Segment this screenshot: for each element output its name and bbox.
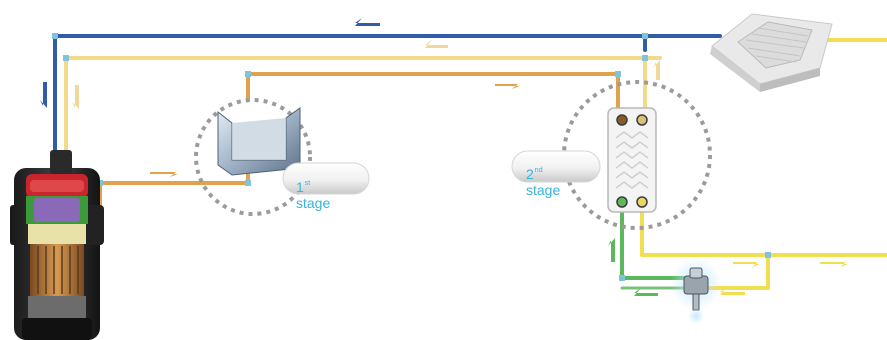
flow-arrows: [40, 18, 848, 296]
economizer-plate-icon: [217, 107, 301, 176]
second-stage-pill: [511, 150, 601, 183]
pipe-joints: [52, 33, 771, 281]
first-stage-number: 1: [296, 179, 304, 195]
first-stage-pill: [282, 162, 370, 195]
second-stage-label: 2nd stage: [526, 163, 560, 198]
arrow-left-icon: [634, 288, 658, 296]
arrow-up-icon: [653, 60, 660, 80]
first-stage-label: 1st stage: [296, 176, 330, 211]
scroll-compressor-icon: [10, 150, 104, 340]
arrow-left-icon: [720, 287, 745, 295]
arrow-down-icon: [72, 85, 79, 109]
arrow-left-icon: [355, 18, 380, 26]
first-stage-suffix: st: [304, 180, 311, 187]
arrow-right-icon: [820, 262, 848, 267]
expansion-valve-icon: [670, 258, 722, 324]
arrow-right-icon: [733, 262, 760, 267]
condenser-line: [640, 38, 887, 290]
arrow-down-icon: [40, 82, 47, 108]
second-stage-number: 2: [526, 166, 534, 182]
arrow-left-icon: [425, 40, 448, 48]
plate-heat-exchanger-icon: [607, 107, 657, 213]
first-stage-circle: [194, 98, 312, 216]
first-stage-word: stage: [296, 195, 331, 211]
arrow-right-icon: [150, 172, 178, 177]
second-stage-word: stage: [526, 182, 561, 198]
arrow-right-icon: [495, 84, 520, 89]
cassette-indoor-unit-icon: [710, 13, 833, 92]
second-stage-suffix: nd: [534, 167, 543, 174]
arrow-up-icon: [608, 238, 615, 262]
